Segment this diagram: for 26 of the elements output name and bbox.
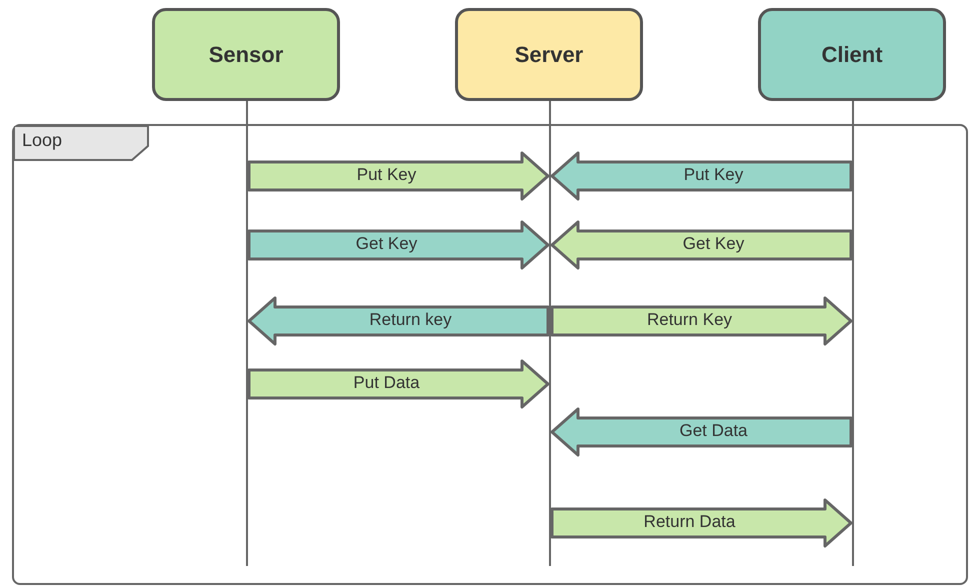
block-arrow [248,360,550,408]
edge-label: Return key [369,310,452,330]
block-arrow [550,296,852,346]
frame-label: Loop [22,130,62,151]
block-arrow [248,220,550,270]
block-arrow [550,498,852,548]
block-arrow [550,220,852,270]
edge-label: Get Key [356,234,418,254]
edge-label: Return Key [646,310,732,330]
participant-box [758,8,946,101]
edge-label: Put Key [684,165,744,185]
block-arrow [550,408,852,456]
participant-box [152,8,340,101]
edge-label: Put Key [356,165,416,185]
participant-label: Server [514,42,584,68]
block-arrow [550,152,852,200]
edge-label: Put Data [353,373,420,393]
block-arrow [248,296,550,346]
block-arrow [248,152,550,200]
edge-label: Get Key [682,234,744,254]
participant-label: Sensor [208,42,284,68]
participant-label: Client [821,42,883,68]
loop-frame [12,124,968,585]
edge-label: Get Data [679,421,748,441]
edge-label: Return Data [644,512,736,532]
participant-box [455,8,643,101]
